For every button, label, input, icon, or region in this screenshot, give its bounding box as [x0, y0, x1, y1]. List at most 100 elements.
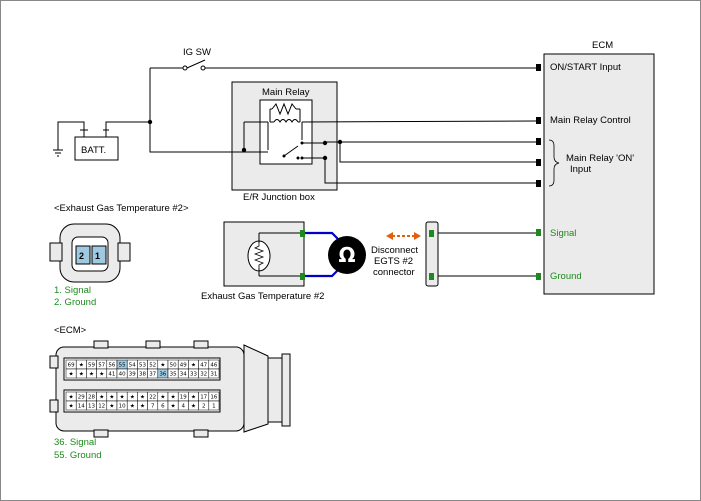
ecm-pin-label: ★ — [99, 372, 104, 378]
ecm-main-relay-control-label: Main Relay Control — [550, 115, 631, 126]
ecm-pin-label: ★ — [69, 395, 74, 401]
ecm-pin-label: 37 — [149, 372, 156, 378]
egts-connector-face: 2 1 — [49, 223, 131, 283]
ecm-pin-cell — [208, 400, 220, 411]
ecm-pin-label: ★ — [69, 372, 74, 378]
ig-switch-contact[interactable] — [186, 59, 206, 69]
ecm-section-title: <ECM> — [54, 325, 87, 336]
ecm-pin-label: 34 — [180, 372, 187, 378]
wire-junctions — [147, 119, 343, 161]
ecm-pin-label: 54 — [129, 363, 136, 369]
ecm-pin-label: 35 — [170, 372, 177, 378]
disconnect-line-3: connector — [373, 267, 415, 278]
ecm-pin-label: 17 — [200, 395, 207, 401]
ecm-pin-label: 46 — [210, 363, 217, 369]
ecm-pins — [536, 64, 541, 280]
ecm-pin-label: ★ — [171, 404, 176, 410]
main-relay-label: Main Relay — [262, 87, 310, 98]
ecm-signal-label: Signal — [550, 228, 576, 239]
ecm-pin-label: 4 — [182, 404, 186, 410]
ecm-pin-label: ★ — [191, 363, 196, 369]
ecm-pin-label: ★ — [89, 372, 94, 378]
ecm-pin-label: 2 — [202, 404, 206, 410]
ecm-pin-label: ★ — [160, 395, 165, 401]
battery-box — [74, 136, 119, 161]
ecm-pin-label: ★ — [140, 404, 145, 410]
ecm-pin-label: 19 — [180, 395, 187, 401]
ecm-pin-label: ★ — [109, 395, 114, 401]
ecm-main-relay-on-label: Main Relay 'ON' — [566, 153, 634, 164]
ecm-pin-label: 52 — [149, 363, 156, 369]
ecm-pin-label: 32 — [200, 372, 207, 378]
ecm-ground-label: Ground — [550, 271, 582, 282]
ecm-pin-label: 31 — [210, 372, 217, 378]
ecm-pin-label: 36 — [159, 372, 166, 378]
ecm-pin-cell — [208, 368, 220, 379]
ecm-pin-label: 69 — [68, 363, 75, 369]
ecm-pin-label: 16 — [210, 395, 217, 401]
ecm-pin-label: ★ — [120, 395, 125, 401]
svg-text:1: 1 — [95, 251, 100, 261]
ecm-pin-label: 55 — [119, 363, 126, 369]
main-relay-box — [259, 99, 313, 165]
ecm-pin-label: 49 — [180, 363, 187, 369]
ecm-pin-label: ★ — [140, 395, 145, 401]
disconnect-line-1: Disconnect — [371, 245, 418, 256]
ecm-main-relay-on-input-label: Input — [570, 164, 591, 175]
ecm-pin-label: 29 — [78, 395, 85, 401]
ecm-pin-label: ★ — [79, 372, 84, 378]
ecm-pin-label: ★ — [69, 404, 74, 410]
ecm-on-start-label: ON/START Input — [550, 62, 621, 73]
connector-legend-signal: 1. Signal — [54, 285, 91, 296]
ecm-pin-label: 7 — [151, 404, 155, 410]
ecm-pin-label: ★ — [130, 404, 135, 410]
ecm-pin-label: 50 — [170, 363, 177, 369]
ecm-pin-label: 39 — [129, 372, 136, 378]
connector-section-title: <Exhaust Gas Temperature #2> — [54, 203, 189, 214]
ecm-pin-label: 14 — [78, 404, 85, 410]
egts-connector[interactable] — [425, 221, 439, 287]
ecm-legend-signal: 36. Signal — [54, 437, 96, 448]
ground-symbol — [53, 149, 63, 157]
disconnect-arrow — [386, 232, 421, 240]
junction-box-label: E/R Junction box — [243, 192, 315, 203]
egts-sensor-label: Exhaust Gas Temperature #2 — [201, 291, 324, 302]
ig-switch-label: IG SW — [183, 47, 211, 58]
ecm-pin-label: 40 — [119, 372, 126, 378]
ecm-pin-label: 6 — [161, 404, 165, 410]
svg-text:2: 2 — [79, 251, 84, 261]
ecm-pin-label: 28 — [88, 395, 95, 401]
ecm-pin-label: 33 — [190, 372, 197, 378]
ecm-pin-label: 38 — [139, 372, 146, 378]
relay-switch — [283, 145, 299, 157]
ecm-pin-label: ★ — [99, 395, 104, 401]
ecm-title: ECM — [592, 40, 613, 51]
ecm-pin-label: ★ — [191, 404, 196, 410]
ecm-pin-label: 47 — [200, 363, 207, 369]
ecm-pin-label: ★ — [79, 363, 84, 369]
relay-resistor — [271, 102, 297, 116]
ecm-pin-label: 1 — [212, 404, 216, 410]
ecm-pin-label: 53 — [139, 363, 146, 369]
ecm-pin-label: ★ — [109, 404, 114, 410]
ecm-pin-label: ★ — [160, 363, 165, 369]
ecm-pin-label: 12 — [98, 404, 105, 410]
power-wiring — [149, 67, 537, 184]
main-relay-on-brace — [548, 139, 560, 187]
ohmmeter-icon[interactable] — [328, 236, 366, 274]
svg-text:Ω: Ω — [338, 243, 355, 267]
connector-legend-ground: 2. Ground — [54, 297, 96, 308]
battery-label: BATT. — [81, 145, 106, 156]
disconnect-line-2: EGTS #2 — [374, 256, 413, 267]
ecm-pin-label: ★ — [130, 395, 135, 401]
ecm-pin-label: ★ — [191, 395, 196, 401]
ecm-pin-label: 41 — [108, 372, 115, 378]
ecm-legend-ground: 55. Ground — [54, 450, 102, 461]
ecm-pin-label: 56 — [108, 363, 115, 369]
ecm-pin-label: 59 — [88, 363, 95, 369]
ecm-pin-label: 13 — [88, 404, 95, 410]
relay-coil — [273, 119, 299, 123]
ecm-box — [543, 53, 655, 295]
